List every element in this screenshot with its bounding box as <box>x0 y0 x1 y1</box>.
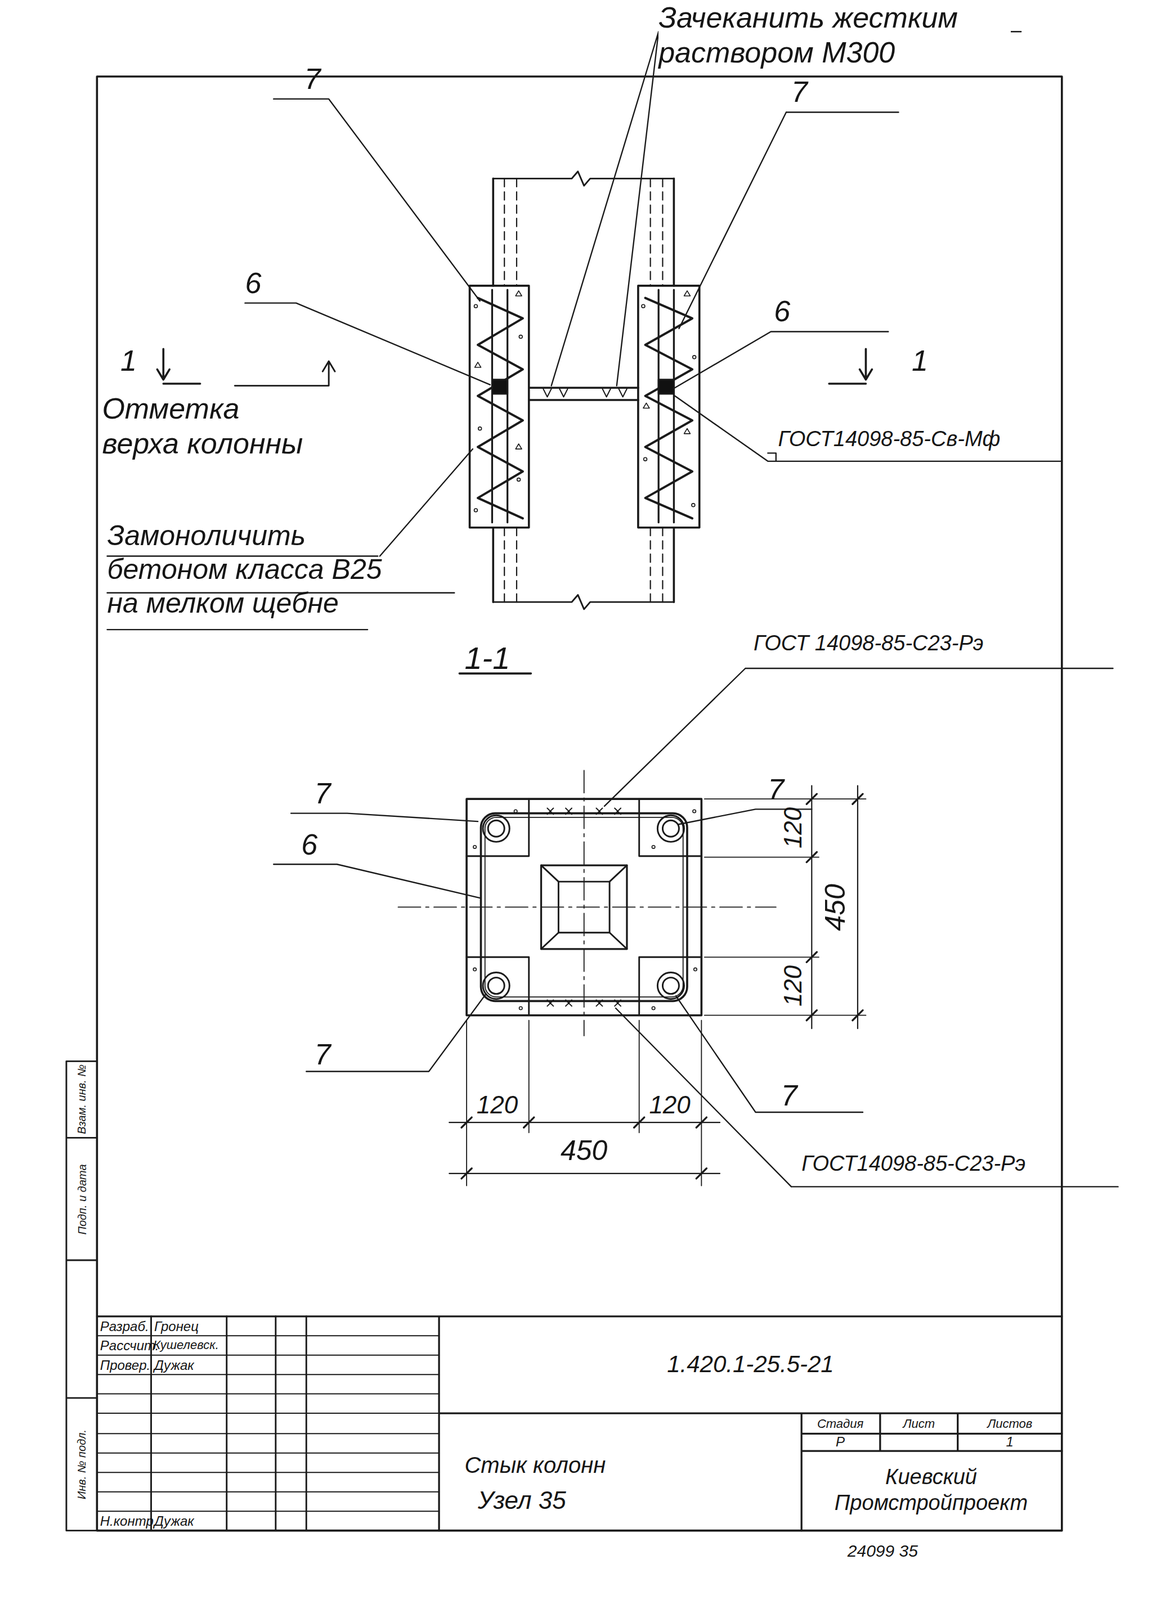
callout-number: 1 <box>120 343 137 379</box>
dimension-text: 120 <box>778 807 809 849</box>
title-block-text: Дужак <box>154 1513 195 1531</box>
callout-number: 1 <box>911 343 929 379</box>
dimension-text: 450 <box>818 884 853 931</box>
title-block-text: Инв. № подл. <box>74 1430 89 1500</box>
dimension-text: 450 <box>560 1134 608 1168</box>
note-text: Отметка верха колонны <box>101 391 322 462</box>
note-text: ГОСТ 14098-85-С23-Рэ <box>753 630 984 657</box>
title-block-text: Провер. <box>100 1358 151 1375</box>
note-text: ГОСТ14098-85-Св-Мф <box>777 426 1001 453</box>
title-block-text: Рассчит. <box>100 1338 160 1355</box>
title-block-text: Листов <box>987 1417 1033 1432</box>
note-text: Зачеканить жестким раствором М300 <box>658 0 1011 71</box>
dimension-text: 120 <box>648 1090 690 1121</box>
title-block-text: 1.420.1-25.5-21 <box>666 1350 835 1379</box>
title-block-text: 1 <box>1006 1434 1014 1451</box>
callout-number: 6 <box>244 265 262 301</box>
title-block-text: Взам. инв. № <box>74 1064 89 1135</box>
title-block-text: Киевский Промстройпроект <box>803 1464 1060 1517</box>
title-block-text: Подп. и дата <box>74 1164 89 1235</box>
callout-number: 6 <box>301 827 318 863</box>
dimension-text: 120 <box>476 1090 518 1121</box>
note-text: Замоноличить бетоном класса В25 на мелко… <box>106 518 414 621</box>
title-block-text: Стадия <box>817 1417 864 1432</box>
title-block-text: Узел 35 <box>477 1486 567 1517</box>
title-block-text: Н.контр <box>100 1513 154 1531</box>
callout-number: 7 <box>314 776 331 811</box>
title-block-text: Гронец <box>154 1319 199 1336</box>
callout-number: 7 <box>767 772 784 808</box>
note-text: ГОСТ14098-85-С23-Рэ <box>801 1151 1026 1178</box>
title-block-text: Кушелевск. <box>153 1338 219 1353</box>
title-block-text: Разраб. <box>100 1319 150 1336</box>
callout-number: 7 <box>314 1037 331 1073</box>
title-block-text: Лист <box>902 1417 935 1432</box>
title-block-text: Стык колонн <box>464 1452 606 1480</box>
dimension-text: 120 <box>778 965 809 1007</box>
callout-number: 7 <box>791 74 808 110</box>
callout-number: 7 <box>781 1078 798 1114</box>
callout-number: 7 <box>304 61 321 97</box>
title-block-text: Р <box>835 1434 845 1451</box>
section-title: 1-1 <box>464 639 510 678</box>
callout-number: 6 <box>773 293 791 329</box>
title-block-text: 24099 35 <box>847 1541 918 1562</box>
title-block-text: Дужак <box>154 1358 195 1375</box>
